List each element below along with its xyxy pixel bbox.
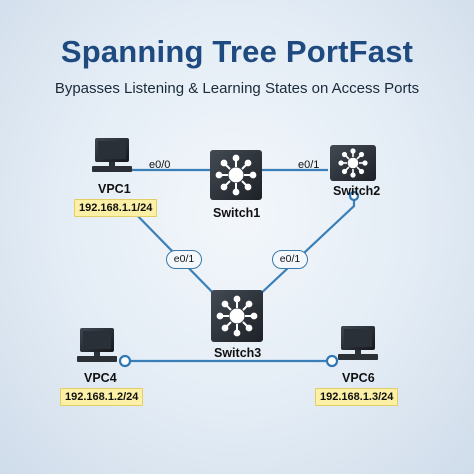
vpc4-computer-icon[interactable] [77,328,117,362]
vpc6-computer-icon[interactable] [338,326,378,360]
vpc6-ip-address: 192.168.1.3/24 [315,388,399,406]
switch2-label: Switch2 [333,184,381,198]
link-switch2-switch3 [255,196,356,299]
switch1-icon[interactable] [210,150,262,200]
vpc1-ip-address: 192.168.1.1/24 [74,199,158,217]
port-label-vpc1-switch1: e0/0 [149,159,171,171]
vpc1-label: VPC1 [98,182,131,196]
vpc1-computer-icon[interactable] [92,138,132,172]
endpoint-vpc6 [325,354,339,368]
endpoint-vpc4 [118,354,132,368]
vpc6-label: VPC6 [342,371,375,385]
port-pill-switch1-switch3: e0/1 [166,250,202,269]
diagram-subtitle: Bypasses Listening & Learning States on … [54,80,420,97]
endpoint-switch2 [348,190,360,202]
switch2-icon[interactable] [330,145,376,181]
vpc4-label: VPC4 [84,371,117,385]
port-label-switch1-switch2: e0/1 [298,159,320,171]
switch3-icon[interactable] [211,290,263,342]
port-pill-switch2-switch3: e0/1 [272,250,308,269]
diagram-title: Spanning Tree PortFast [60,34,414,69]
vpc4-ip-address: 192.168.1.2/24 [60,388,144,406]
switch3-label: Switch3 [214,346,262,360]
switch1-label: Switch1 [213,206,261,220]
